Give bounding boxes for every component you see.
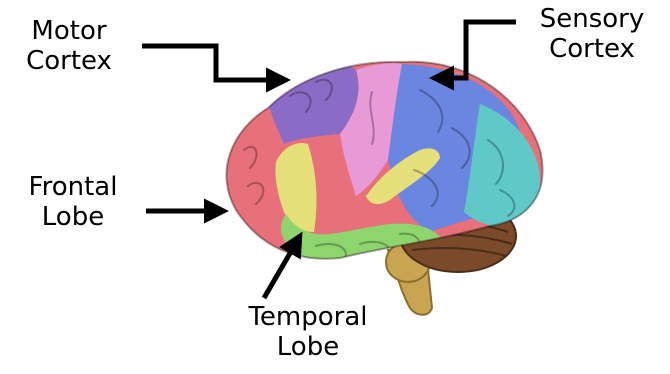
sensory-cortex-label-line1: Sensory	[522, 4, 662, 34]
frontal-lobe-label-line1: Frontal	[10, 172, 136, 202]
temporal-lobe-label-line2: Lobe	[226, 332, 390, 362]
sensory-cortex-label: Sensory Cortex	[522, 4, 662, 64]
motor-cortex-arrow	[142, 46, 286, 80]
temporal-lobe-label: Temporal Lobe	[226, 302, 390, 362]
motor-cortex-label: Motor Cortex	[8, 16, 130, 76]
frontal-lobe-label-line2: Lobe	[10, 202, 136, 232]
temporal-lobe-label-line1: Temporal	[226, 302, 390, 332]
motor-cortex-label-line2: Cortex	[8, 46, 130, 76]
sensory-cortex-label-line2: Cortex	[522, 34, 662, 64]
motor-cortex-label-line1: Motor	[8, 16, 130, 46]
frontal-lobe-label: Frontal Lobe	[10, 172, 136, 232]
